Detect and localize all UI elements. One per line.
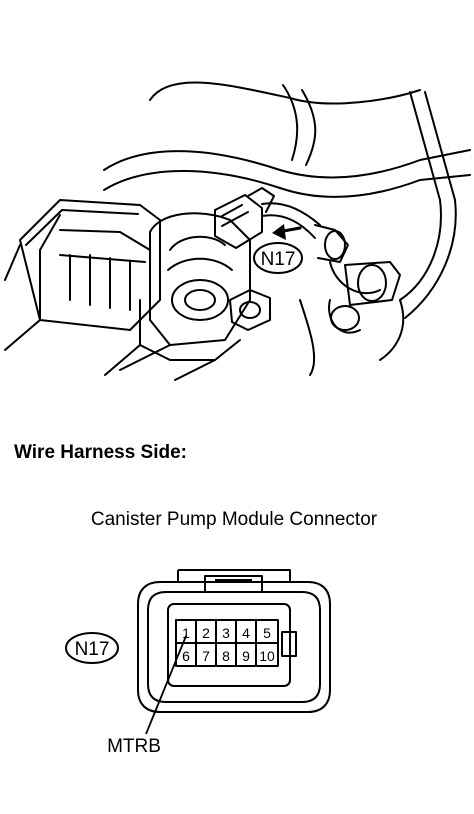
pin-label: 5 bbox=[263, 625, 271, 641]
connector-face bbox=[137, 569, 331, 713]
terminal-leader-line bbox=[145, 635, 187, 735]
arrow-icon bbox=[272, 224, 286, 240]
pin-label: 3 bbox=[222, 625, 230, 641]
component-illustration bbox=[4, 81, 471, 381]
pin-label: 7 bbox=[202, 648, 210, 664]
terminal-label: MTRB bbox=[107, 736, 161, 757]
pin-label: 4 bbox=[242, 625, 250, 641]
pin-label: 6 bbox=[182, 648, 190, 664]
pin-label: 1 bbox=[182, 625, 190, 641]
connector-title: Canister Pump Module Connector bbox=[91, 509, 378, 530]
pin-label: 9 bbox=[242, 648, 250, 664]
illustration-callout-label: N17 bbox=[261, 249, 296, 270]
pin-label: 8 bbox=[222, 648, 230, 664]
illustration-callout: N17 bbox=[253, 242, 303, 274]
pin-label: 2 bbox=[202, 625, 210, 641]
section-heading: Wire Harness Side: bbox=[14, 442, 187, 463]
connector-code-label: N17 bbox=[75, 639, 110, 660]
connector-code-callout: N17 bbox=[65, 632, 119, 664]
pin-label: 10 bbox=[259, 648, 275, 664]
